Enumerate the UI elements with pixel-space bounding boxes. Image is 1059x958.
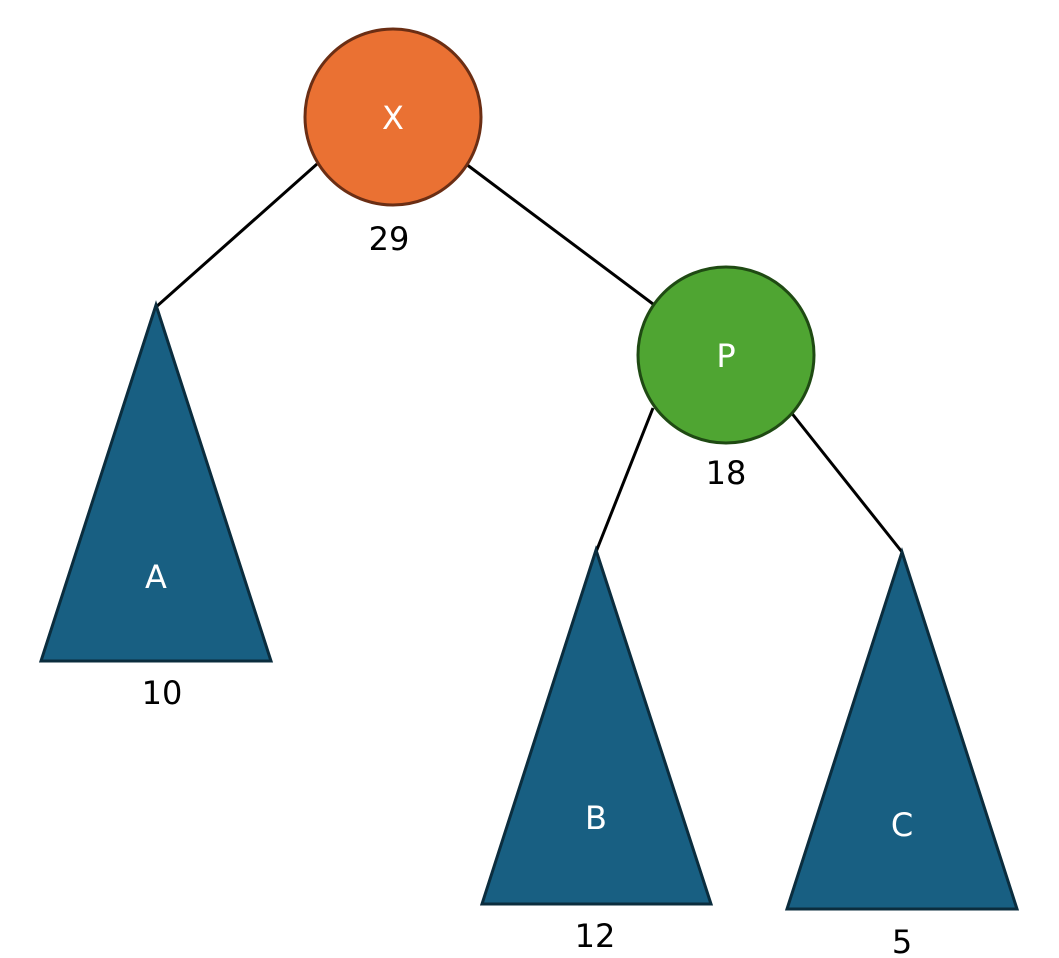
edge-p-c	[788, 410, 904, 553]
subtree-b-triangle	[479, 545, 714, 906]
edge-x-p	[465, 162, 654, 306]
subtree-c-triangle	[784, 547, 1020, 911]
node-p-circle	[636, 265, 816, 445]
node-p-label: P	[716, 337, 735, 375]
subtree-c: C	[784, 547, 1020, 911]
edge-p-b	[594, 407, 655, 553]
node-x-label: X	[382, 99, 404, 137]
subtree-c-count: 5	[892, 923, 912, 958]
edge-x-a	[155, 162, 318, 309]
node-x-count: 29	[369, 220, 410, 258]
node-x: X	[303, 27, 483, 207]
node-x-circle	[303, 27, 483, 207]
subtree-b: B	[479, 545, 714, 906]
subtree-c-label: C	[891, 806, 913, 844]
subtree-a-triangle	[38, 300, 274, 663]
subtree-b-label: B	[585, 799, 607, 837]
subtree-a-label: A	[145, 558, 167, 596]
node-p-count: 18	[706, 454, 747, 492]
subtree-b-count: 12	[575, 917, 616, 955]
node-p: P	[636, 265, 816, 445]
subtree-a-count: 10	[142, 674, 183, 712]
subtree-a: A	[38, 300, 274, 663]
